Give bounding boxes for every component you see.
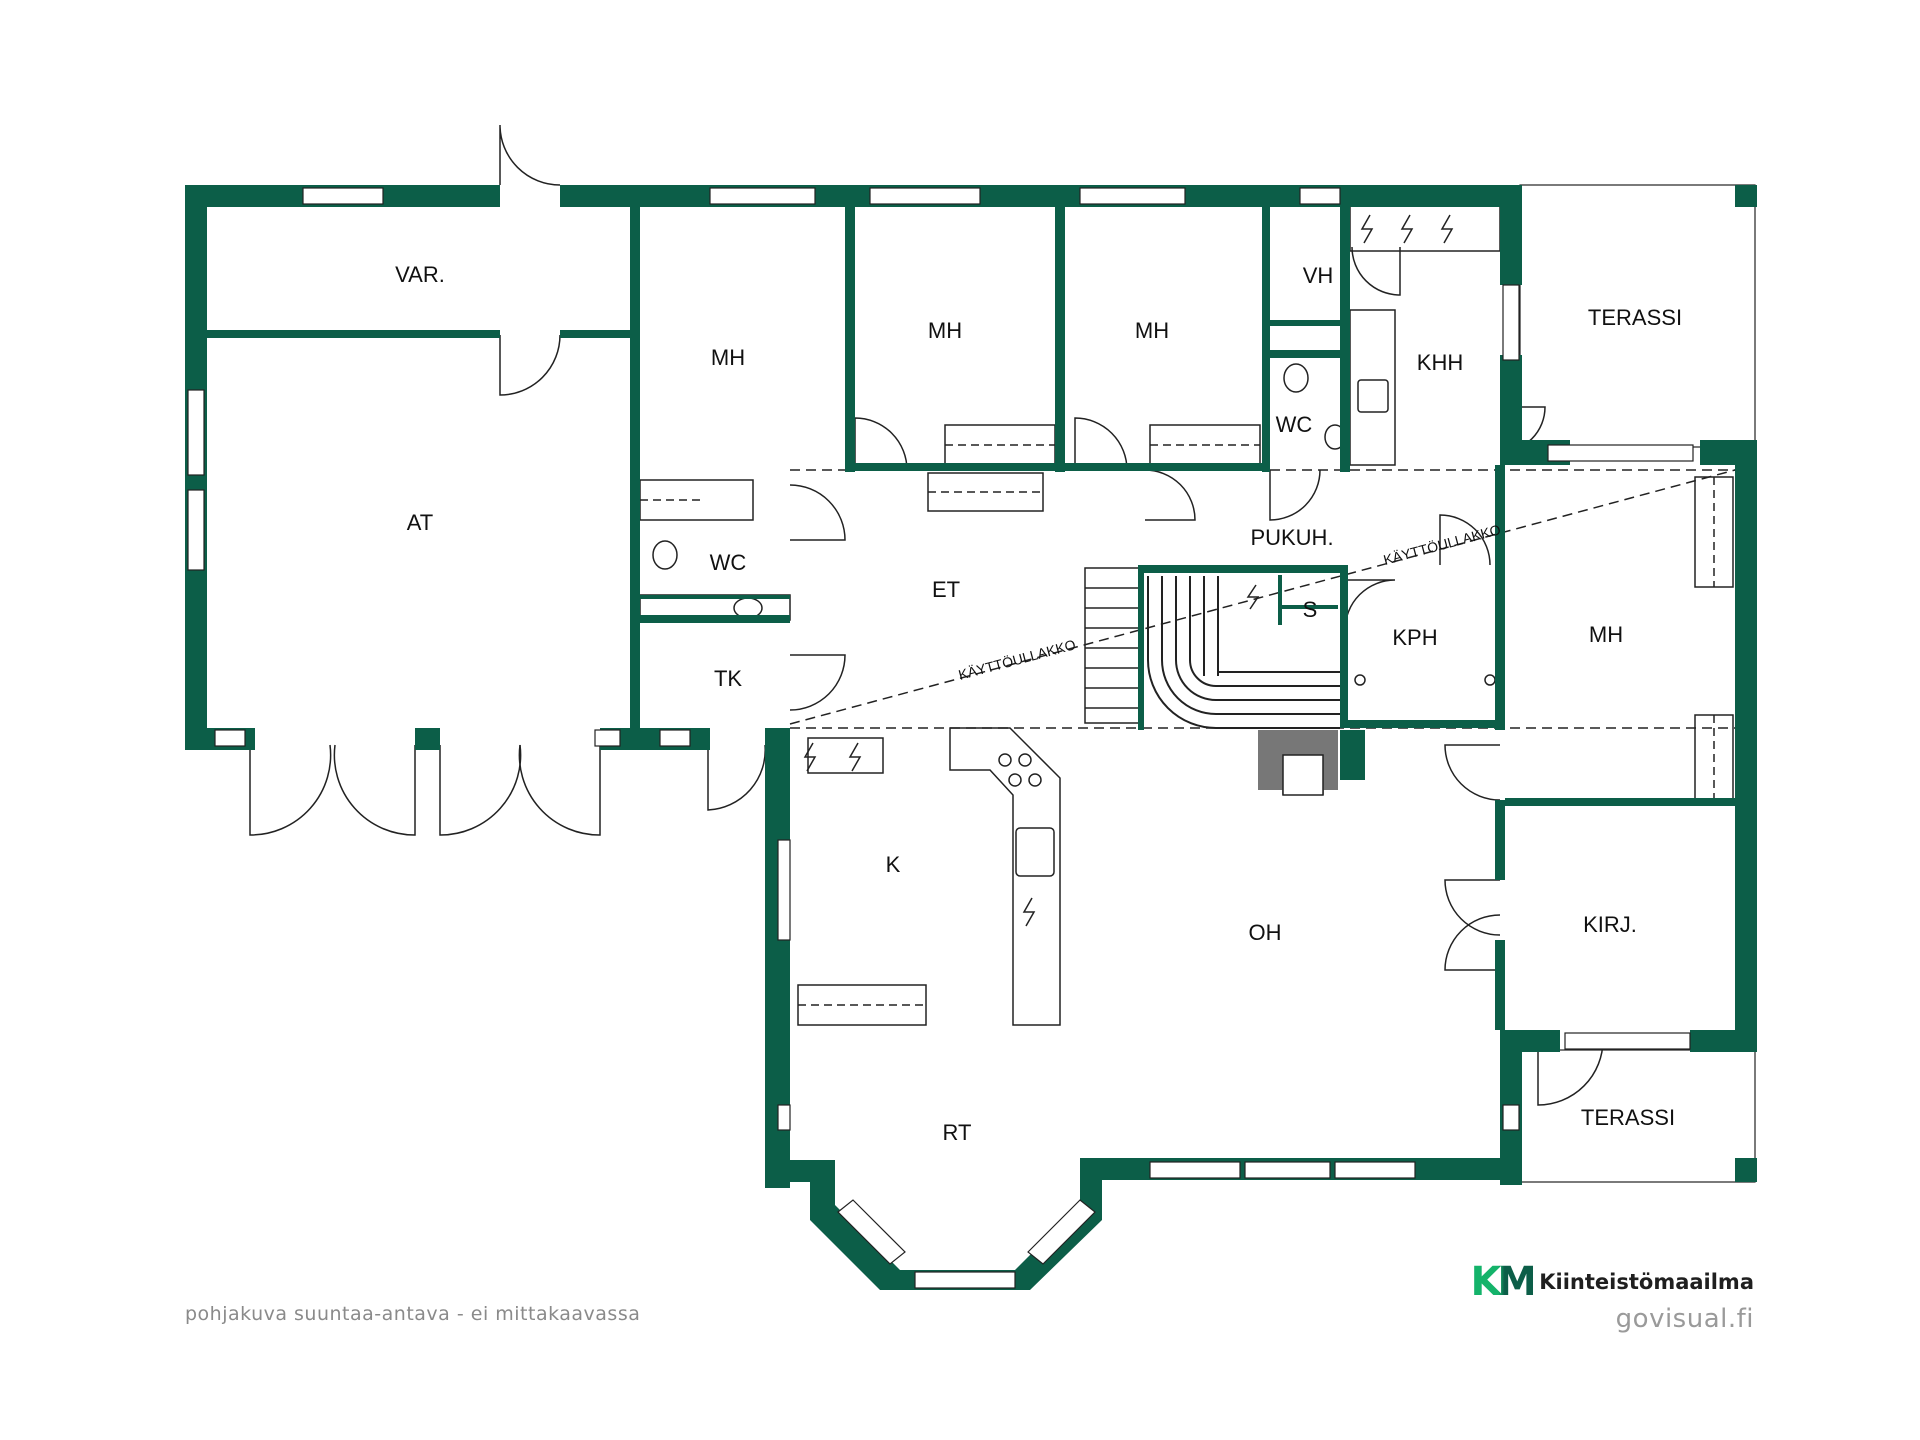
room-var: VAR. xyxy=(395,262,445,287)
room-k: K xyxy=(886,852,901,877)
room-vh: VH xyxy=(1303,263,1334,288)
room-pukuh: PUKUH. xyxy=(1250,525,1333,550)
room-wc-1: WC xyxy=(710,550,747,575)
sauna-benches xyxy=(1147,576,1340,729)
loft-label-left: KÄYTTÖULLAKKO xyxy=(956,635,1077,683)
room-wc-2: WC xyxy=(1276,412,1313,437)
shower-1 xyxy=(1354,674,1366,686)
room-mh-2: MH xyxy=(928,318,962,343)
khh-sink xyxy=(1357,379,1389,413)
brand-name: Kiinteistömaailma xyxy=(1539,1270,1754,1294)
room-kirj: KIRJ. xyxy=(1583,912,1637,937)
stair-box xyxy=(1084,567,1141,724)
windows xyxy=(187,187,1694,1289)
toilet-wc1 xyxy=(652,540,678,570)
fireplace xyxy=(1258,730,1338,796)
room-s: S xyxy=(1303,597,1318,622)
kitchen-upper-counter xyxy=(807,737,884,774)
brand-logo-text: KM xyxy=(1470,1259,1537,1305)
brand-row: KM Kiinteistömaailma xyxy=(1470,1262,1754,1302)
stove-4 xyxy=(1028,773,1042,787)
room-mh-3: MH xyxy=(1135,318,1169,343)
room-kph: KPH xyxy=(1392,625,1437,650)
room-et: ET xyxy=(932,577,960,602)
loft-labels: KÄYTTÖULLAKKO KÄYTTÖULLAKKO xyxy=(956,520,1502,683)
fixtures xyxy=(249,124,1756,1183)
electric-symbols xyxy=(803,214,1454,927)
room-tk: TK xyxy=(714,666,742,691)
room-terassi-top: TERASSI xyxy=(1588,305,1682,330)
room-labels: VAR. AT MH MH MH VH KHH TERASSI WC WC ET… xyxy=(395,262,1682,1145)
stove-1 xyxy=(998,753,1012,767)
shower-2 xyxy=(1484,674,1496,686)
room-rt: RT xyxy=(943,1120,972,1145)
kitchen-counter xyxy=(949,727,1061,1026)
stair-treads xyxy=(1085,587,1140,709)
brand-block: KM Kiinteistömaailma govisual.fi xyxy=(1470,1262,1754,1334)
kitchen-sink xyxy=(1015,827,1055,877)
room-mh-1: MH xyxy=(711,345,745,370)
room-oh: OH xyxy=(1249,920,1282,945)
room-at: AT xyxy=(407,510,433,535)
room-mh-4: MH xyxy=(1589,622,1623,647)
toilet-wc2 xyxy=(1283,363,1309,393)
disclaimer-caption: pohjakuva suuntaa-antava - ei mittakaava… xyxy=(185,1303,641,1325)
loft-diagonal xyxy=(789,469,1736,725)
stove-2 xyxy=(1018,753,1032,767)
brand-logo: KM xyxy=(1470,1259,1537,1305)
brand-url: govisual.fi xyxy=(1615,1304,1754,1334)
door-swings xyxy=(249,124,1604,1106)
walls xyxy=(185,185,1757,1290)
room-terassi-bottom: TERASSI xyxy=(1581,1105,1675,1130)
loft-label-right: KÄYTTÖULLAKKO xyxy=(1381,520,1502,568)
stove-3 xyxy=(1008,773,1022,787)
room-khh: KHH xyxy=(1417,350,1463,375)
